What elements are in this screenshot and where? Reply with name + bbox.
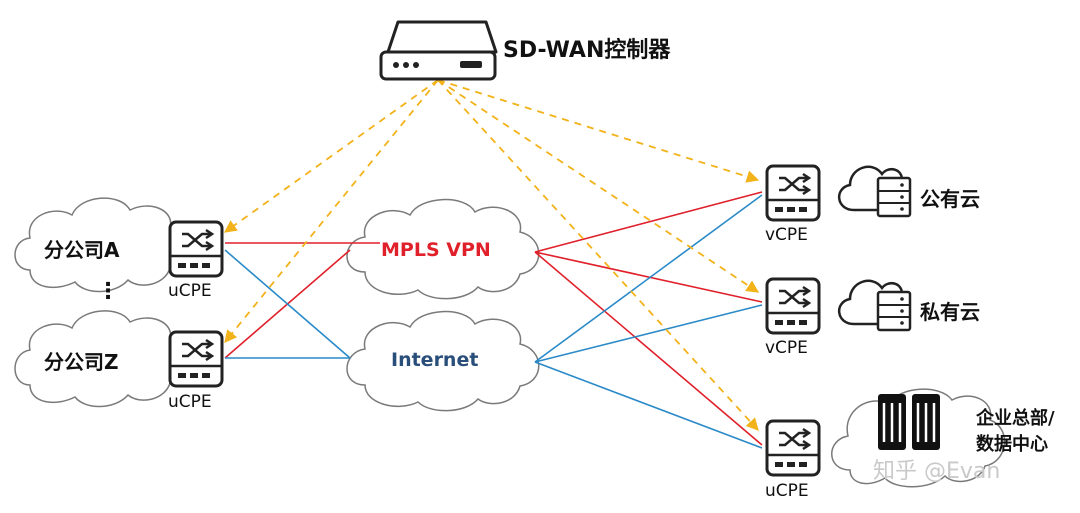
hq-ucpe-icon <box>765 419 821 477</box>
hq-label-line2: 数据中心 <box>976 434 1048 455</box>
control-links <box>223 79 760 431</box>
controller-device-icon <box>379 20 498 81</box>
branch-ellipsis: ⋮ <box>97 279 119 304</box>
private-cloud-icon <box>837 279 912 332</box>
mpls-vpn-label: MPLS VPN <box>381 239 491 261</box>
datacenter-icon <box>878 394 940 450</box>
branch-a-label: 分公司A <box>44 238 120 262</box>
internet-label: Internet <box>391 349 479 371</box>
mpls-cloud <box>346 198 540 300</box>
branch-z-ucpe-icon <box>168 330 224 388</box>
private-cloud-label: 私有云 <box>920 300 980 324</box>
branch-z-label: 分公司Z <box>44 350 119 374</box>
private-cloud-vcpe-icon <box>765 277 821 335</box>
internet-cloud <box>346 310 540 412</box>
internet-links <box>224 194 763 449</box>
private-cloud-device-label: vCPE <box>765 338 808 358</box>
hq-device-label: uCPE <box>765 481 809 501</box>
public-cloud-label: 公有云 <box>920 187 980 211</box>
public-cloud-vcpe-icon <box>765 164 821 222</box>
branch-a-ucpe-icon <box>168 220 224 278</box>
branch-a-device-label: uCPE <box>168 281 212 301</box>
branch-z-device-label: uCPE <box>168 392 212 412</box>
public-cloud-icon <box>837 165 912 218</box>
public-cloud-device-label: vCPE <box>765 225 808 245</box>
hq-label-line1: 企业总部/ <box>976 408 1055 429</box>
watermark: 知乎 @Evan <box>873 459 1001 484</box>
controller-label: SD-WAN控制器 <box>503 38 671 63</box>
